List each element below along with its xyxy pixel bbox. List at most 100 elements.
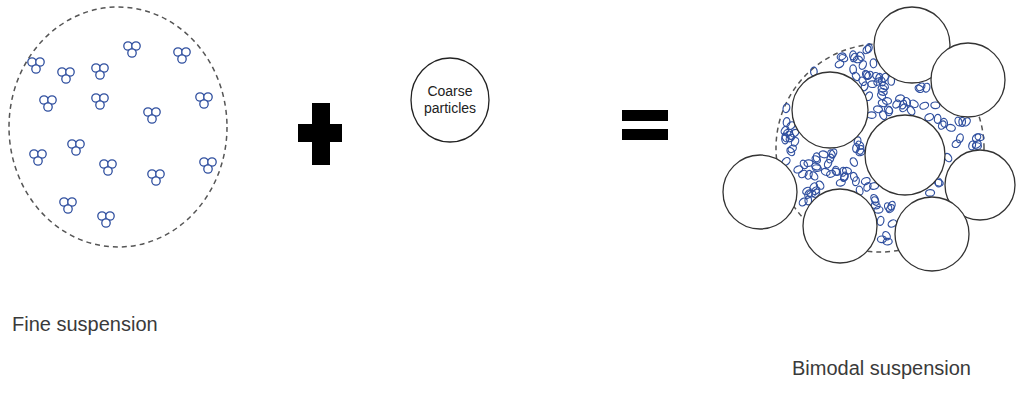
particle-lobe [128,49,136,57]
fine-particle [124,42,140,57]
fine-particle [925,189,934,196]
particle-lobe [96,71,104,79]
particle-lobe [102,219,110,227]
fine-particle [868,81,877,88]
fine-particle [871,71,882,82]
particle-lobe [44,103,52,111]
coarse-circle [865,115,945,195]
fine-particle [68,140,84,155]
particle-lobe [204,165,212,173]
coarse-circle [803,189,877,263]
particle-lobe [34,157,42,165]
node-label: Coarse particles [417,83,483,117]
fine-particle [790,136,800,147]
fine-particle [891,98,902,109]
fine-particle [881,230,892,241]
fine-particle [58,68,74,83]
fine-particle [870,59,877,68]
fine-particle [823,158,833,169]
fine-particle [801,186,812,196]
fine-particle [885,203,896,214]
fine-particle [879,81,890,92]
fine-particle [148,170,164,185]
fine-particle [919,101,930,110]
fine-particle [849,172,858,183]
fine-particle [60,198,76,213]
fine-particle [908,99,919,109]
equals-bar [622,110,668,121]
fine-particle [828,148,838,159]
fine-particle [98,212,114,227]
coarse-circle [723,155,797,229]
particle-lobe [72,147,80,155]
fine-particle [820,167,831,176]
plus-sign [298,103,342,165]
fine-particle [852,143,860,153]
fine-particle [836,52,847,61]
shape-outline [715,0,1030,394]
fine-particle [869,193,880,204]
fine-particle [826,153,835,164]
fine-particle [781,132,791,143]
particle-lobe [152,177,160,185]
coarse-particle: Coarse particles [410,57,490,143]
coarse-circle [411,58,489,142]
fine-particle [30,150,46,165]
fine-particle [858,60,868,71]
fine-particle [974,133,984,142]
node-label: Bimodal suspension [792,357,971,380]
dashed-boundary [9,7,227,247]
fine-particle [782,103,791,113]
fine-particle [861,44,872,55]
fine-particle [937,119,948,130]
fine-particle [100,160,116,175]
coarse-circle [895,197,969,271]
particle-lobe [104,167,112,175]
fine-particle [954,116,963,127]
fine-suspension: Fine suspension [8,5,230,345]
fine-particle [862,70,872,81]
coarse-circle [792,72,868,148]
fine-particle [793,165,804,175]
fine-particle [826,169,837,178]
fine-particle [200,158,216,173]
fine-particle [812,164,822,172]
fine-particle [831,167,842,177]
fine-particle [174,48,190,63]
node-label: Fine suspension [12,313,158,336]
fine-particle [840,171,849,182]
particle-lobe [64,205,72,213]
fine-particle [850,65,857,74]
fine-particle [28,58,44,73]
fine-particle [898,102,909,113]
fine-particle [849,52,859,63]
particle-lobe [178,55,186,63]
fine-particle [940,118,948,128]
fine-particle [798,196,809,207]
bimodal-suspension: Bimodal suspension [715,0,1030,394]
particle-lobe [148,115,156,123]
fine-particle [961,116,972,127]
fine-particle [885,106,892,116]
fine-particle [863,181,873,192]
fine-particle [196,93,212,108]
fine-particle [804,159,814,167]
coarse-circle [931,43,1005,117]
particle-lobe [200,100,208,108]
equals-bar [622,129,668,140]
particle-lobe [62,75,70,83]
particle-lobe [96,101,104,109]
fine-particle [797,169,808,179]
fine-particle [860,176,871,186]
fine-particle [955,133,964,143]
fine-particle [40,96,56,111]
particle-lobe [32,65,40,73]
fine-particle [818,150,828,159]
fine-particle [144,108,160,123]
fine-particle [92,64,108,79]
fine-particle [92,94,108,109]
fine-particle [849,157,859,168]
shape-outline [8,5,230,345]
fine-particle [878,88,888,96]
fine-particle [834,59,845,69]
